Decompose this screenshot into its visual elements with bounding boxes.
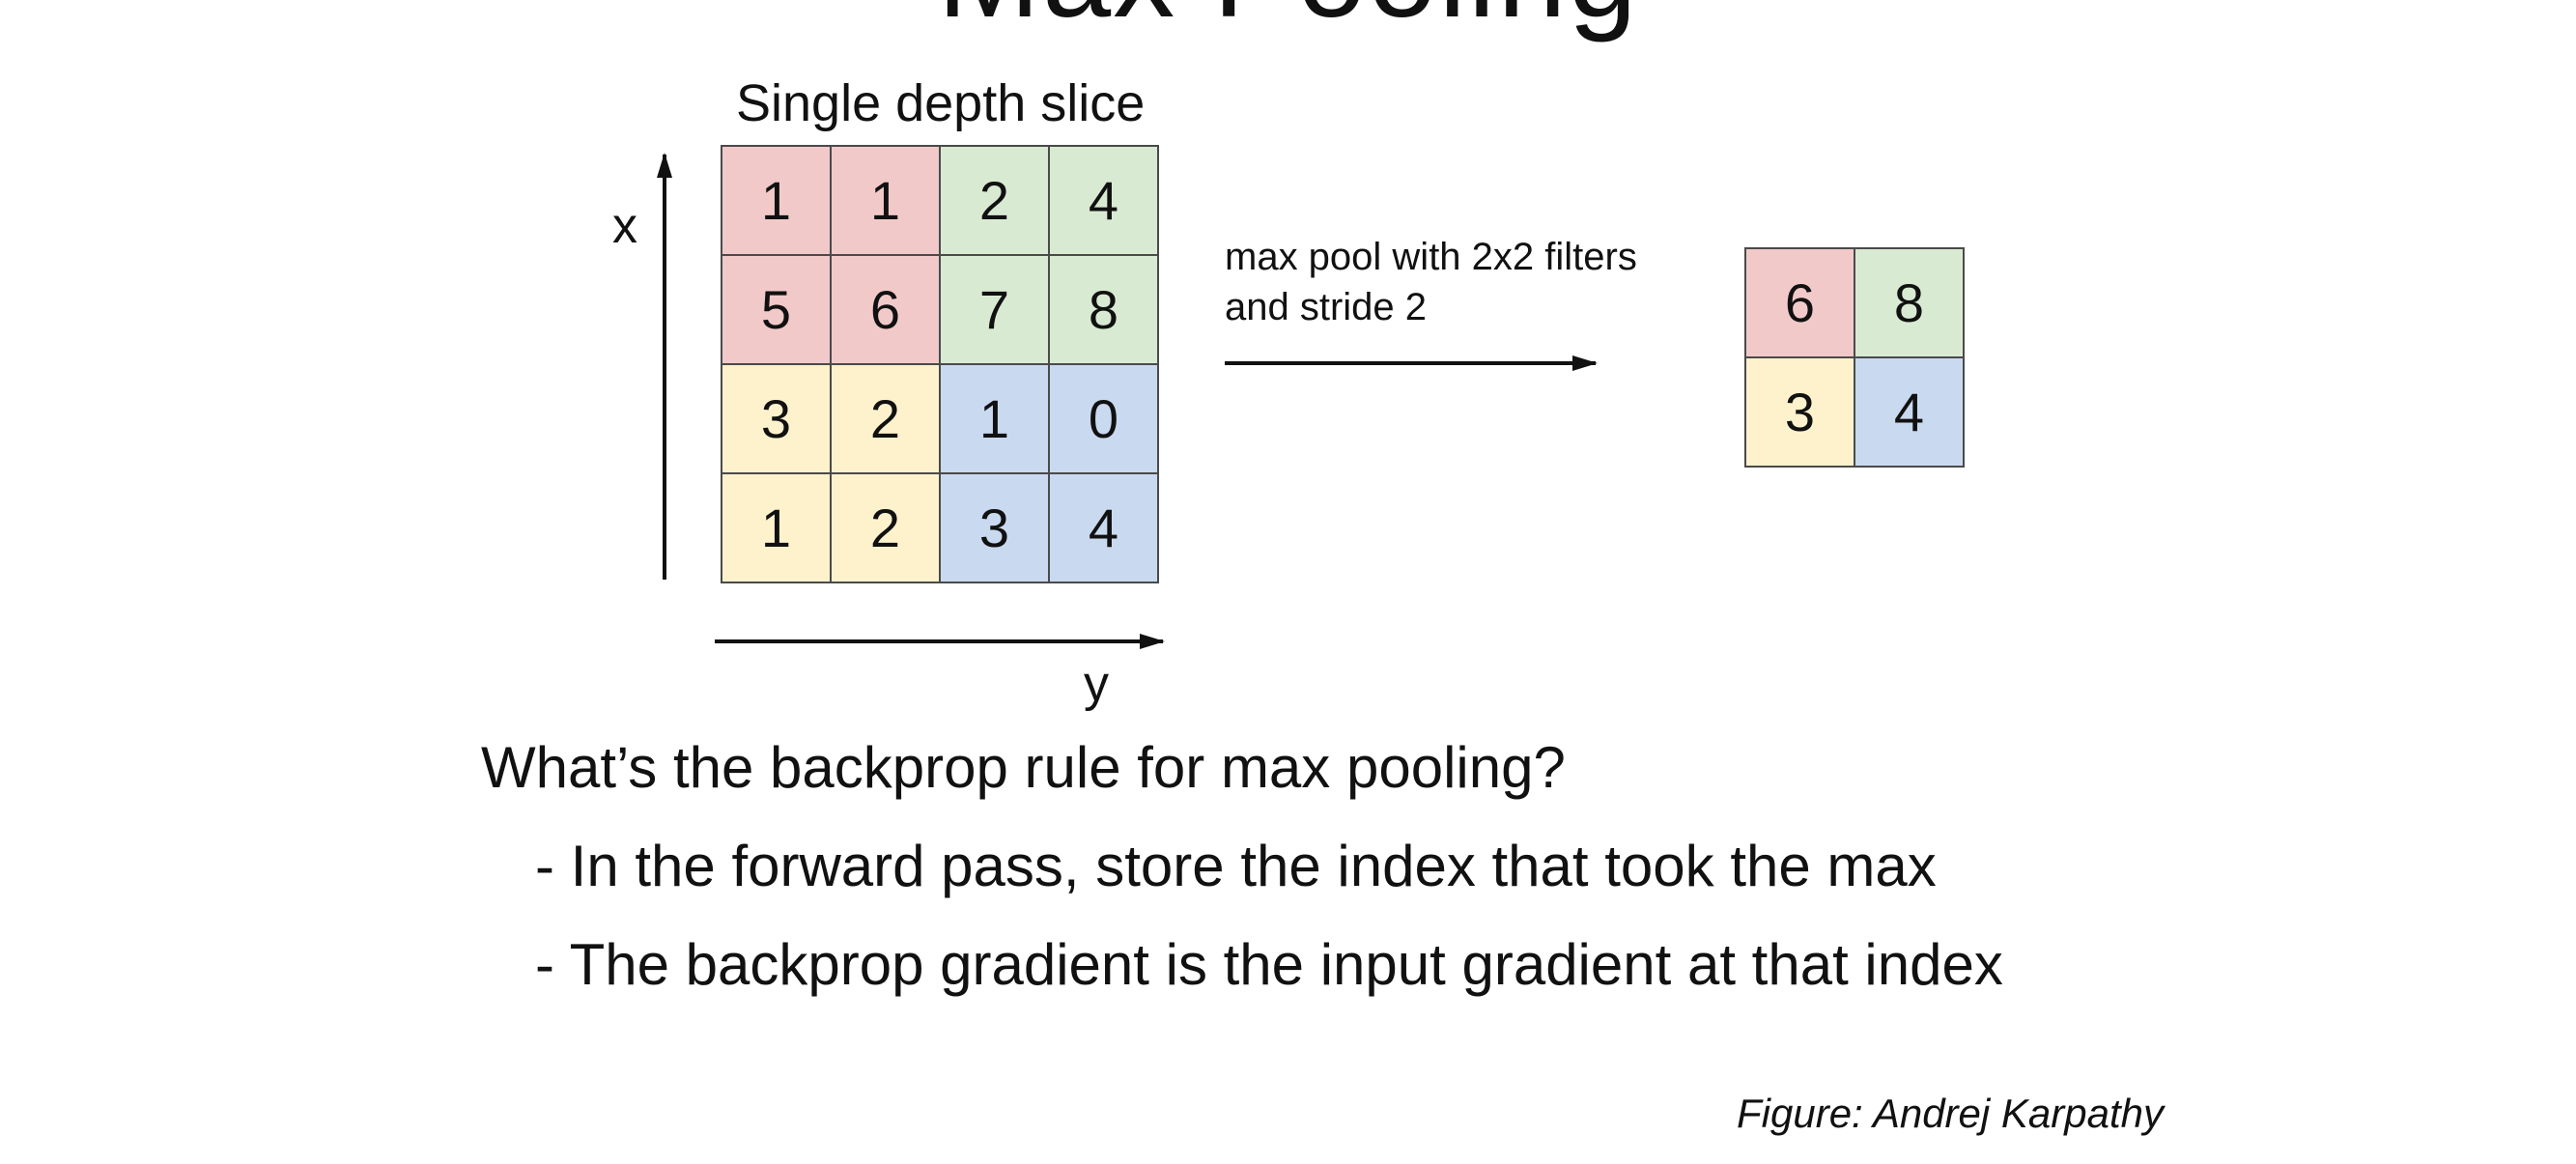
- input-cell-r4-c3: 3: [941, 474, 1050, 583]
- input-cell-r1-c3: 2: [941, 147, 1050, 256]
- arrow-label-line-1: max pool with 2x2 filters: [1225, 236, 1637, 278]
- pooling-arrow-label: max pool with 2x2 filters and stride 2: [1225, 232, 1637, 332]
- input-cell-r3-c2: 2: [832, 365, 941, 474]
- bullet-backprop-gradient: - The backprop gradient is the input gra…: [535, 932, 2003, 997]
- question-text: What’s the backprop rule for max pooling…: [481, 735, 1566, 800]
- input-cell-r1-c2: 1: [832, 147, 941, 256]
- slide-title: Max Pooling: [0, 0, 2576, 37]
- figure-credit: Figure: Andrej Karpathy: [1737, 1091, 2165, 1136]
- input-cell-r4-c4: 4: [1050, 474, 1159, 583]
- input-cell-r2-c4: 8: [1050, 256, 1159, 365]
- input-cell-r2-c1: 5: [722, 256, 832, 365]
- output-cell-r2-c2: 4: [1855, 358, 1965, 468]
- input-cell-r3-c3: 1: [941, 365, 1050, 474]
- input-cell-r2-c2: 6: [832, 256, 941, 365]
- input-cell-r4-c2: 2: [832, 474, 941, 583]
- slice-caption: Single depth slice: [736, 74, 1146, 132]
- input-cell-r3-c4: 0: [1050, 365, 1159, 474]
- output-cell-r2-c1: 3: [1746, 358, 1855, 468]
- output-cell-r1-c1: 6: [1746, 249, 1855, 358]
- input-cell-r4-c1: 1: [722, 474, 832, 583]
- input-cell-r1-c4: 4: [1050, 147, 1159, 256]
- x-axis-label: x: [612, 198, 637, 254]
- arrow-label-line-2: and stride 2: [1225, 286, 1428, 328]
- input-cell-r3-c1: 3: [722, 365, 832, 474]
- bullet-forward-pass: - In the forward pass, store the index t…: [535, 834, 1937, 898]
- input-cell-r1-c1: 1: [722, 147, 832, 256]
- input-cell-r2-c3: 7: [941, 256, 1050, 365]
- y-axis-label: y: [1084, 656, 1109, 712]
- output-cell-r1-c2: 8: [1855, 249, 1965, 358]
